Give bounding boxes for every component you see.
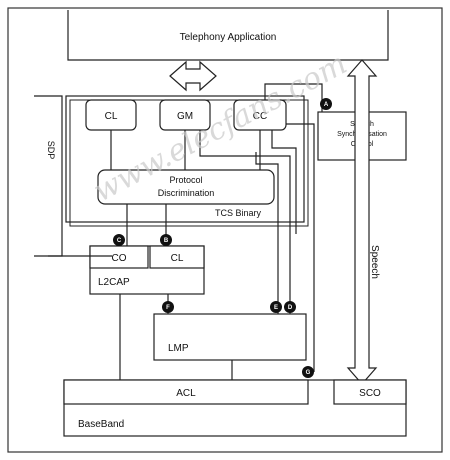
app-tcs-double-arrow xyxy=(169,60,217,92)
cc-to-lmp-line xyxy=(271,130,297,234)
protocol-discrimination-line1: Protocol xyxy=(169,175,202,185)
badge-g: G xyxy=(302,366,314,378)
tcs-to-lmp-line xyxy=(255,152,279,314)
gm-to-lmp-line xyxy=(199,130,291,314)
baseband-label: BaseBand xyxy=(78,419,124,430)
sdp-box xyxy=(34,95,63,257)
sdp-label: SDP xyxy=(46,141,56,160)
tcs-binary-label: TCS Binary xyxy=(215,208,262,218)
telephony-application-box xyxy=(67,10,389,61)
sco-box xyxy=(333,379,407,405)
svg-text:C: C xyxy=(117,238,122,244)
cc-to-baseband-line xyxy=(286,123,315,372)
outer-frame xyxy=(7,7,443,453)
svg-text:B: B xyxy=(164,238,169,244)
gm-label: GM xyxy=(177,111,193,122)
cc-to-speech-sync-line xyxy=(264,83,323,112)
badge-a: A xyxy=(320,98,332,110)
protocol-discrimination-line2: Discrimination xyxy=(158,188,215,198)
cl-l2cap-label: CL xyxy=(171,253,184,264)
acl-label: ACL xyxy=(176,388,196,399)
cl-l2cap-box xyxy=(149,245,205,269)
badge-b: B xyxy=(160,234,172,246)
lmp-box xyxy=(153,313,307,361)
cl-top-label: CL xyxy=(105,111,118,122)
cc-label: CC xyxy=(253,111,267,122)
sco-label: SCO xyxy=(359,388,381,399)
svg-text:G: G xyxy=(306,370,311,376)
telephony-application-label: Telephony Application xyxy=(180,32,277,43)
speech-label: Speech xyxy=(369,245,380,279)
speech-double-arrow xyxy=(346,59,378,385)
badge-f: F xyxy=(162,301,174,313)
svg-text:F: F xyxy=(166,305,170,311)
svg-text:A: A xyxy=(324,102,329,108)
badge-d: D xyxy=(284,301,296,313)
lmp-label: LMP xyxy=(168,343,189,354)
acl-box xyxy=(63,379,309,405)
svg-text:E: E xyxy=(274,305,278,311)
badge-e: E xyxy=(270,301,282,313)
svg-text:D: D xyxy=(288,305,293,311)
l2cap-label: L2CAP xyxy=(98,277,130,288)
badge-c: C xyxy=(113,234,125,246)
co-label: CO xyxy=(112,253,127,264)
protocol-discrimination-box xyxy=(97,169,275,205)
